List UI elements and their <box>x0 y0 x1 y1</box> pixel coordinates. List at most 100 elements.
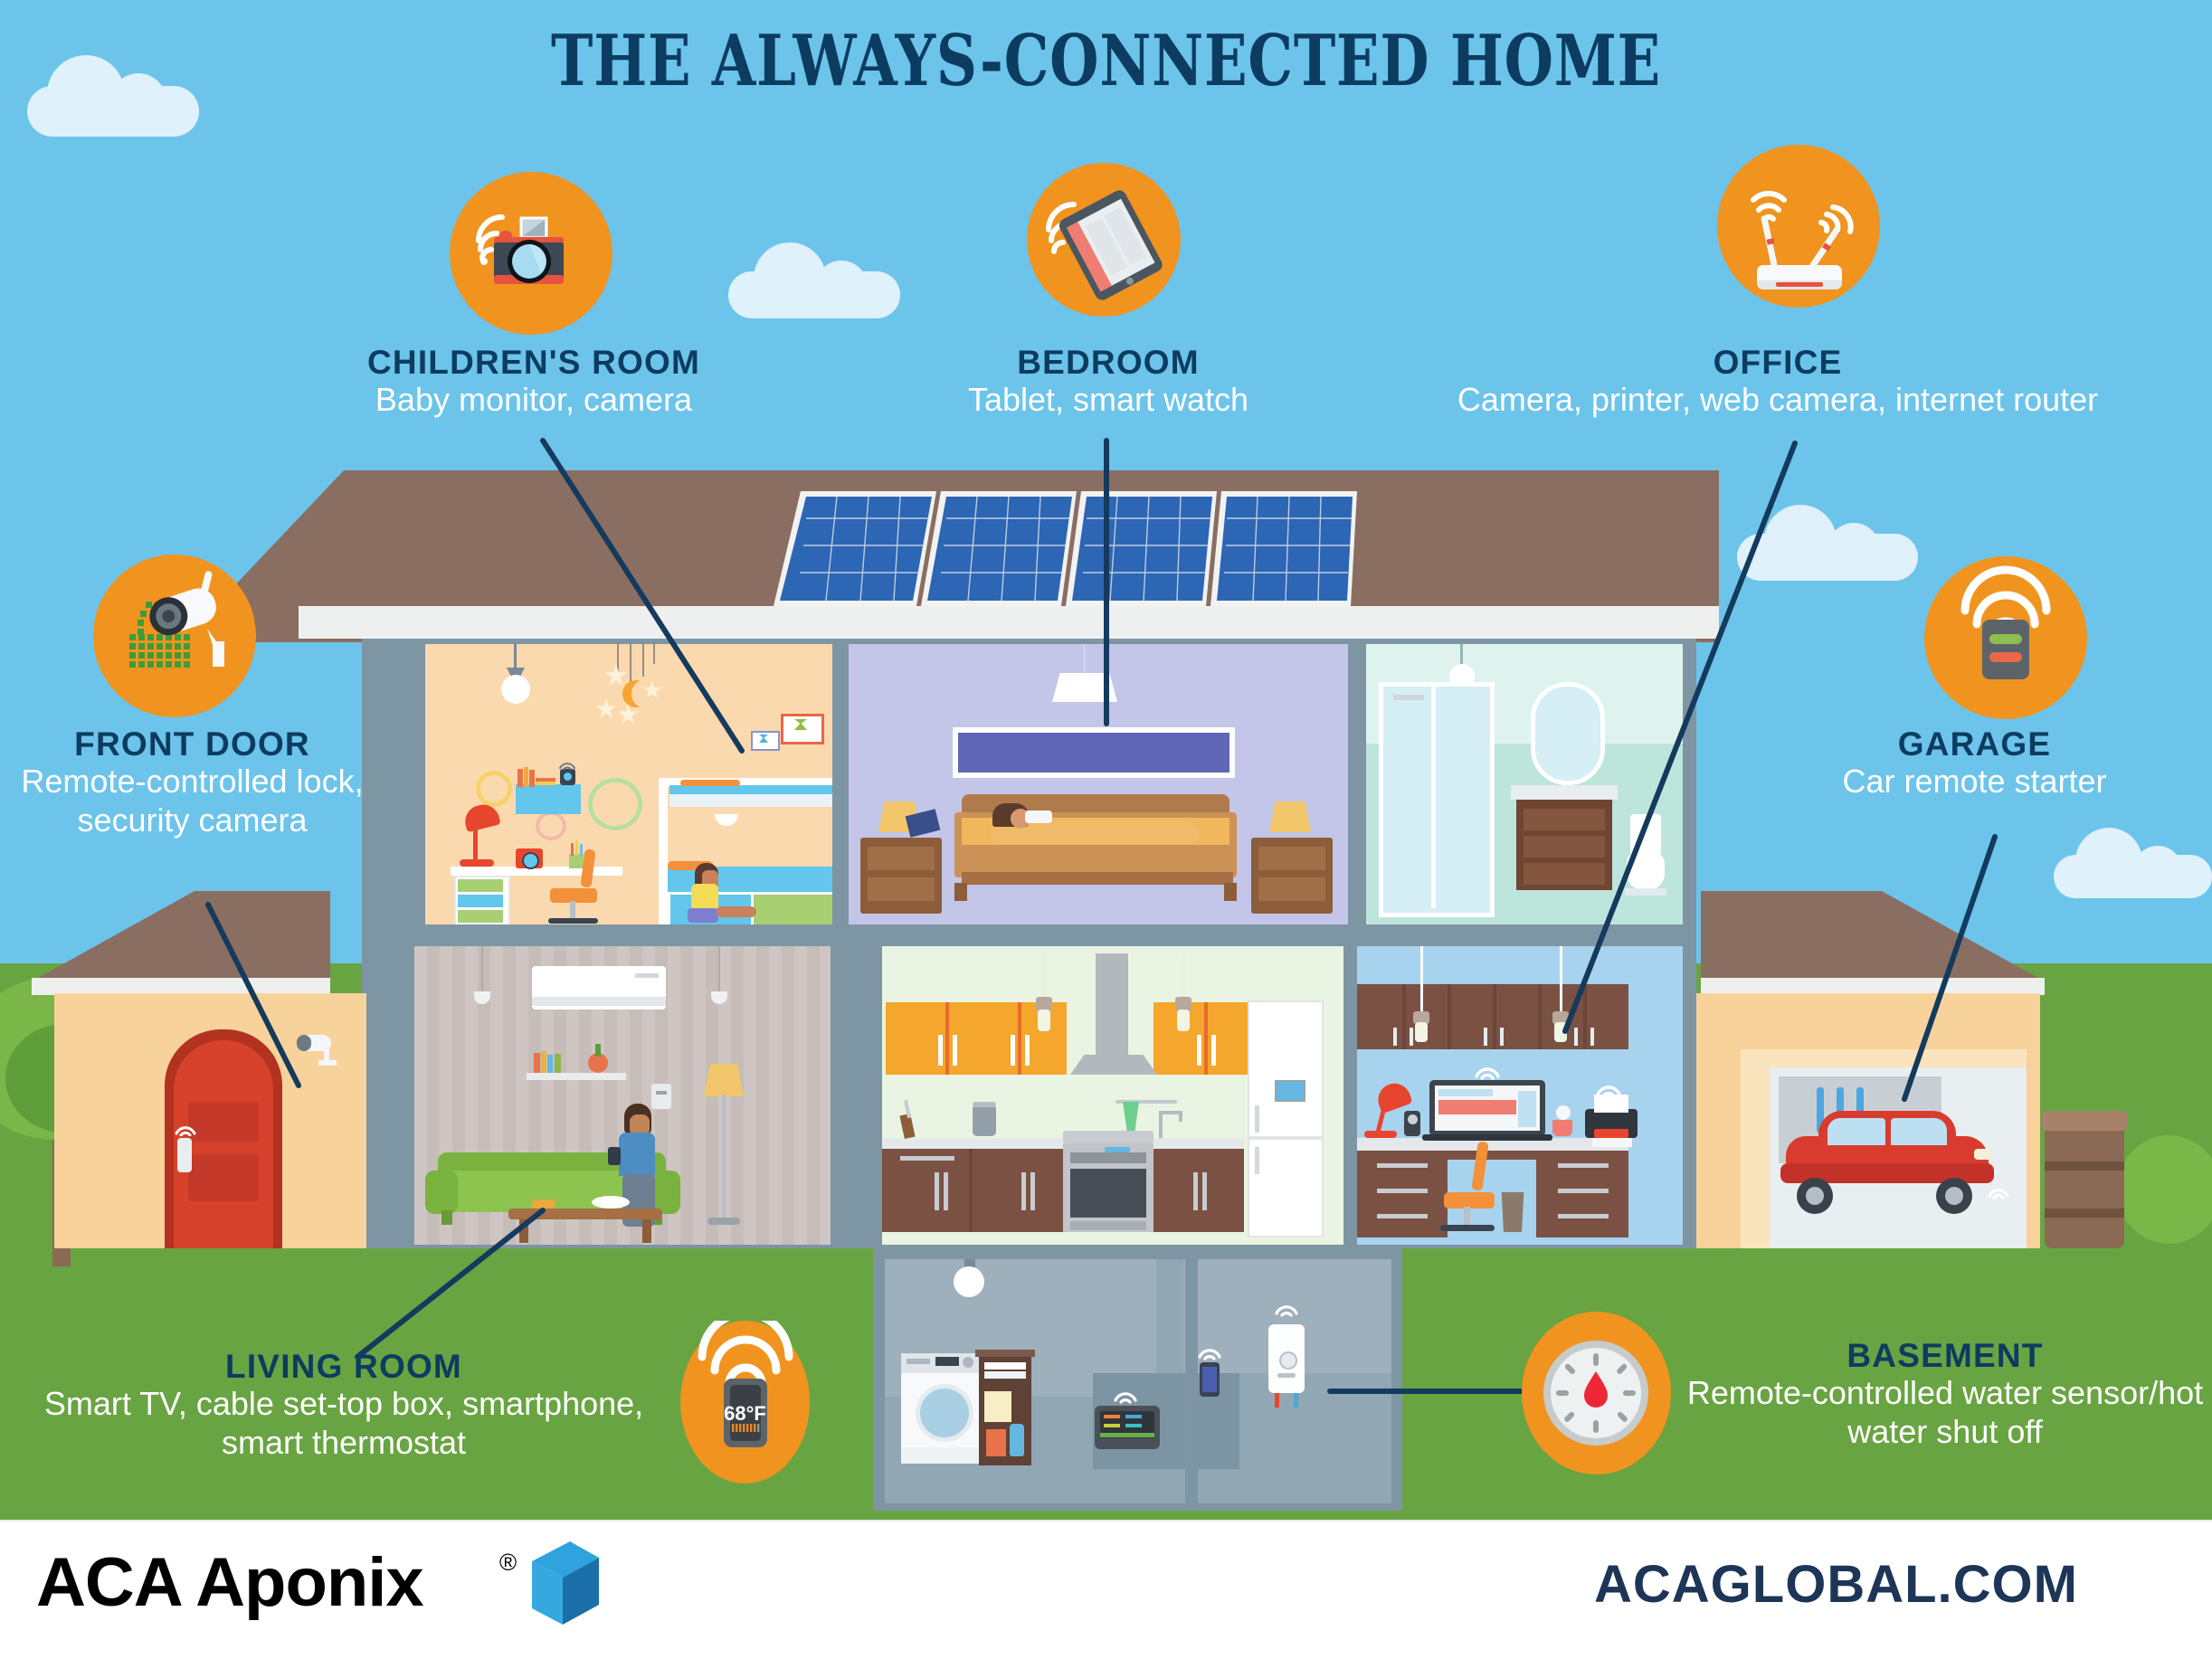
room-bedroom <box>846 644 1348 924</box>
badge-living-room[interactable]: 68°F <box>680 1321 810 1484</box>
bulb-icon <box>1038 1010 1050 1031</box>
wall-shelf <box>527 1073 626 1080</box>
callout-body: Remote-controlled lock, security camera <box>21 763 364 839</box>
room-basement <box>885 1259 1391 1503</box>
wifi-icon <box>1987 1183 2010 1199</box>
office-desk <box>1357 1138 1628 1151</box>
floor-lamp <box>704 1064 744 1096</box>
wall-divider <box>832 639 849 928</box>
callout-living-room: LIVING ROOM Smart TV, cable set-top box,… <box>18 1348 669 1462</box>
logo-wordmark: ACA Aponix <box>36 1544 424 1621</box>
bunk-bed <box>659 778 832 787</box>
room-bathroom <box>1366 644 1683 924</box>
pendant-lamp <box>1052 673 1117 702</box>
room-office <box>1357 946 1683 1245</box>
thermostat-reading: 68°F <box>724 1402 766 1425</box>
room-kitchen <box>882 946 1343 1245</box>
callout-basement: BASEMENT Remote-controlled water sensor/… <box>1683 1337 2207 1451</box>
refrigerator <box>1248 1000 1324 1237</box>
page-title: THE ALWAYS-CONNECTED HOME <box>550 20 1662 102</box>
wifi-icon <box>1473 1062 1502 1080</box>
room-childrens <box>425 644 832 924</box>
footer-bar <box>0 1520 2212 1659</box>
cloud-icon <box>2054 828 2212 898</box>
badge-office[interactable] <box>1717 145 1880 308</box>
callout-garage: GARAGE Car remote starter <box>1737 725 2212 801</box>
wifi-icon <box>1274 1301 1299 1317</box>
callout-body: Tablet, smart watch <box>967 381 1249 419</box>
bed <box>962 794 1229 814</box>
tablet-wifi-icon <box>1046 190 1163 300</box>
callout-bedroom: BEDROOM Tablet, smart watch <box>814 344 1402 420</box>
remote-control-wifi-icon <box>1960 565 2051 679</box>
callout-body: Baby monitor, camera <box>375 381 693 419</box>
desk-lamp <box>1373 1078 1413 1114</box>
faucet-icon <box>1159 1111 1163 1138</box>
callout-heading: BASEMENT <box>1846 1337 2044 1374</box>
ceiling-light <box>954 1266 984 1297</box>
solar-panel-array <box>774 491 1357 606</box>
cloud-icon <box>728 242 900 318</box>
badge-garage[interactable] <box>1924 556 2087 719</box>
toilet <box>1630 814 1661 856</box>
callout-heading: LIVING ROOM <box>225 1348 462 1385</box>
star-icon <box>604 664 628 686</box>
fridge-display <box>1275 1080 1305 1102</box>
callout-heading: CHILDREN'S ROOM <box>366 344 701 381</box>
logo-registered-mark: ® <box>499 1549 517 1576</box>
wifi-icon <box>1113 1388 1138 1404</box>
lower-cabinets <box>882 1149 1063 1232</box>
security-camera-lock-icon <box>129 571 224 668</box>
badge-bedroom[interactable] <box>1027 163 1181 317</box>
badge-front-door[interactable] <box>93 555 256 717</box>
stove <box>1063 1131 1153 1143</box>
callout-childrens-room: CHILDREN'S ROOM Baby monitor, camera <box>199 344 869 420</box>
callout-body: Camera, printer, web camera, internet ro… <box>1457 381 2099 419</box>
smart-lock <box>177 1138 192 1172</box>
wifi-router-icon <box>1751 190 1854 289</box>
camera-wifi-icon <box>476 214 564 284</box>
bush-icon <box>2117 1135 2212 1244</box>
logo-mark-icon <box>532 1541 599 1625</box>
star-icon <box>595 698 617 718</box>
towel <box>1123 1102 1139 1131</box>
wifi-icon <box>1197 1344 1222 1360</box>
water-meter-icon <box>1543 1341 1648 1446</box>
vanity-cabinet <box>1511 785 1618 800</box>
kettle-icon <box>973 1105 996 1136</box>
floor-divider <box>362 924 1696 944</box>
callout-heading: FRONT DOOR <box>74 725 310 763</box>
plant-icon <box>1552 1120 1572 1136</box>
shower-enclosure <box>1379 682 1495 917</box>
callout-body: Remote-controlled water sensor/hot water… <box>1686 1374 2204 1450</box>
callout-front-door: FRONT DOOR Remote-controlled lock, secur… <box>0 725 384 839</box>
wall-divider <box>1348 639 1366 928</box>
coffee-table <box>508 1209 662 1219</box>
basement-divider <box>1185 1259 1198 1503</box>
room-garage <box>1719 1028 2027 1248</box>
callout-heading: GARAGE <box>1897 725 2052 763</box>
house-illustration <box>0 470 2212 1511</box>
smart-switch <box>651 1084 671 1109</box>
smartphone-icon <box>608 1147 621 1165</box>
room-living <box>414 946 831 1245</box>
wifi-icon <box>1594 1080 1623 1098</box>
callout-office: OFFICE Camera, printer, web camera, inte… <box>1321 344 2212 420</box>
wifi-icon <box>557 758 577 771</box>
desk <box>451 867 622 876</box>
callout-heading: OFFICE <box>1713 344 1843 381</box>
cloud-icon <box>27 55 199 137</box>
website-url: ACAGLOBAL.COM <box>1594 1555 2078 1614</box>
badge-basement[interactable] <box>1522 1312 1671 1474</box>
rain-barrel-icon <box>2041 1111 2128 1248</box>
right-eave-shape <box>1701 891 2045 995</box>
range-hood <box>1096 953 1128 1060</box>
front-door-area <box>54 993 366 1248</box>
picture-frame <box>781 714 824 744</box>
badge-childrens-room[interactable] <box>450 172 612 335</box>
callout-body: Car remote starter <box>1842 763 2107 801</box>
callout-body: Smart TV, cable set-top box, smartphone,… <box>43 1385 644 1461</box>
waste-bin <box>1501 1192 1524 1232</box>
roof-fascia <box>299 606 1719 639</box>
